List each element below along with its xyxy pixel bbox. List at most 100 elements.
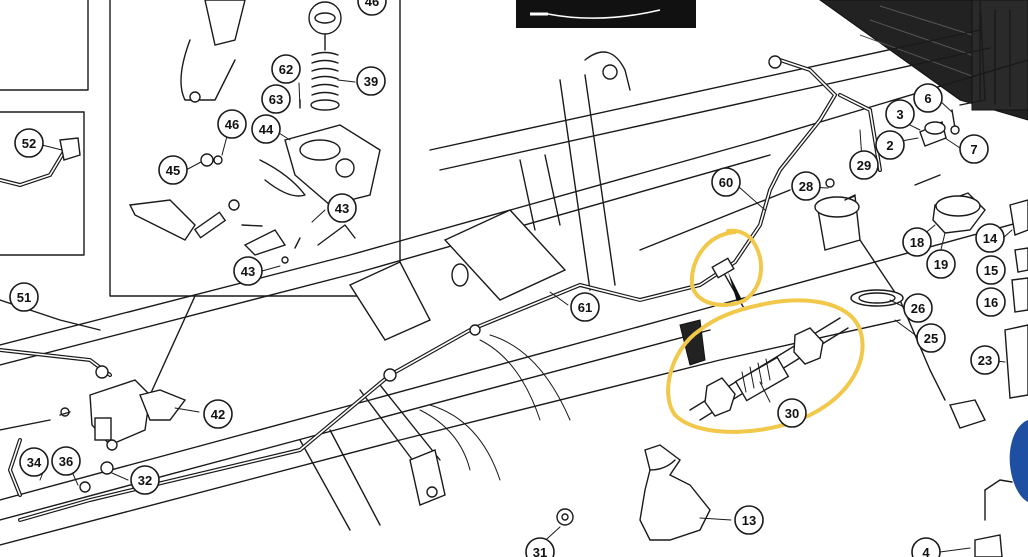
right-parts bbox=[814, 0, 1028, 557]
callout-circle bbox=[251, 114, 281, 144]
callout-circle bbox=[976, 287, 1006, 317]
callout-circle bbox=[327, 193, 357, 223]
callout-circle bbox=[14, 128, 44, 158]
callout-number: 43 bbox=[241, 264, 255, 279]
callout-43: 43 bbox=[233, 256, 263, 286]
callout-28: 28 bbox=[791, 171, 821, 201]
union-detail bbox=[679, 272, 849, 421]
callout-number: 42 bbox=[211, 407, 225, 422]
callout-circle bbox=[975, 223, 1005, 253]
callout-circle bbox=[903, 293, 933, 323]
callout-15: 15 bbox=[976, 255, 1006, 285]
callout-44: 44 bbox=[251, 114, 281, 144]
callout-circle bbox=[911, 537, 941, 557]
callout-circle bbox=[51, 446, 81, 476]
callout-circle bbox=[791, 171, 821, 201]
callout-2: 2 bbox=[875, 130, 905, 160]
callout-4: 4 bbox=[911, 537, 941, 557]
callout-25: 25 bbox=[916, 323, 946, 353]
callout-32: 32 bbox=[130, 465, 160, 495]
callout-circle bbox=[916, 323, 946, 353]
callout-6: 6 bbox=[913, 83, 943, 113]
callout-number: 46 bbox=[365, 0, 379, 9]
callout-number: 15 bbox=[984, 263, 998, 278]
callout-circle bbox=[913, 83, 943, 113]
callout-13: 13 bbox=[734, 505, 764, 535]
callout-circle bbox=[570, 292, 600, 322]
fuel-pipe bbox=[0, 55, 882, 522]
callout-circle bbox=[849, 150, 879, 180]
callout-number: 30 bbox=[785, 406, 799, 421]
callout-number: 3 bbox=[896, 107, 903, 122]
callout-number: 25 bbox=[924, 331, 938, 346]
callout-number: 43 bbox=[335, 201, 349, 216]
callout-circle bbox=[19, 447, 49, 477]
callout-14: 14 bbox=[975, 223, 1005, 253]
callout-circle bbox=[203, 399, 233, 429]
callout-number: 19 bbox=[934, 257, 948, 272]
callout-19: 19 bbox=[926, 249, 956, 279]
callout-number: 44 bbox=[259, 122, 274, 137]
callout-45: 45 bbox=[158, 155, 188, 185]
callout-circle bbox=[130, 465, 160, 495]
blue-badge bbox=[1009, 420, 1028, 502]
callout-number: 34 bbox=[27, 455, 42, 470]
tank-assembly bbox=[819, 0, 1028, 121]
callout-34: 34 bbox=[19, 447, 49, 477]
callout-circle bbox=[356, 66, 386, 96]
callout-30: 30 bbox=[777, 398, 807, 428]
callout-circle bbox=[976, 255, 1006, 285]
callout-number: 36 bbox=[59, 454, 73, 469]
callout-7: 7 bbox=[959, 134, 989, 164]
callout-29: 29 bbox=[849, 150, 879, 180]
callout-number: 46 bbox=[225, 117, 239, 132]
callout-46: 46 bbox=[217, 109, 247, 139]
crossmember-plates bbox=[348, 209, 567, 506]
callout-63: 63 bbox=[261, 84, 291, 114]
callout-number: 61 bbox=[578, 300, 592, 315]
callout-number: 29 bbox=[857, 158, 871, 173]
callout-number: 26 bbox=[911, 301, 925, 316]
callout-61: 61 bbox=[570, 292, 600, 322]
highlight-union-circle bbox=[666, 298, 865, 434]
callout-circle bbox=[525, 537, 555, 557]
callout-number: 31 bbox=[533, 545, 547, 557]
callout-number: 23 bbox=[978, 353, 992, 368]
callout-circle bbox=[959, 134, 989, 164]
callout-circle bbox=[271, 54, 301, 84]
highlight-marks bbox=[666, 228, 865, 434]
callout-circle bbox=[970, 345, 1000, 375]
callout-number: 13 bbox=[742, 513, 756, 528]
callout-number: 62 bbox=[279, 62, 293, 77]
callout-16: 16 bbox=[976, 287, 1006, 317]
callout-circle bbox=[158, 155, 188, 185]
callout-number: 16 bbox=[984, 295, 998, 310]
callout-43: 43 bbox=[327, 193, 357, 223]
highlight-fitting-circle bbox=[689, 228, 764, 307]
callout-52: 52 bbox=[14, 128, 44, 158]
callout-number: 28 bbox=[799, 179, 813, 194]
callout-23: 23 bbox=[970, 345, 1000, 375]
callout-number: 6 bbox=[924, 91, 931, 106]
shading bbox=[419, 334, 571, 481]
pump-inset-frame bbox=[109, 0, 401, 297]
callout-31: 31 bbox=[525, 537, 555, 557]
callout-number: 7 bbox=[970, 142, 977, 157]
callout-39: 39 bbox=[356, 66, 386, 96]
callout-circle bbox=[734, 505, 764, 535]
callout-circle bbox=[261, 84, 291, 114]
callout-circle bbox=[875, 130, 905, 160]
callout-36: 36 bbox=[51, 446, 81, 476]
callout-number: 32 bbox=[138, 473, 152, 488]
callout-number: 63 bbox=[269, 92, 283, 107]
callout-number: 14 bbox=[983, 231, 998, 246]
callout-number: 45 bbox=[166, 163, 180, 178]
callout-60: 60 bbox=[711, 167, 741, 197]
callout-circle bbox=[357, 0, 387, 16]
callout-circle bbox=[926, 249, 956, 279]
callout-circle bbox=[217, 109, 247, 139]
callout-3: 3 bbox=[885, 99, 915, 129]
callout-circle bbox=[711, 167, 741, 197]
